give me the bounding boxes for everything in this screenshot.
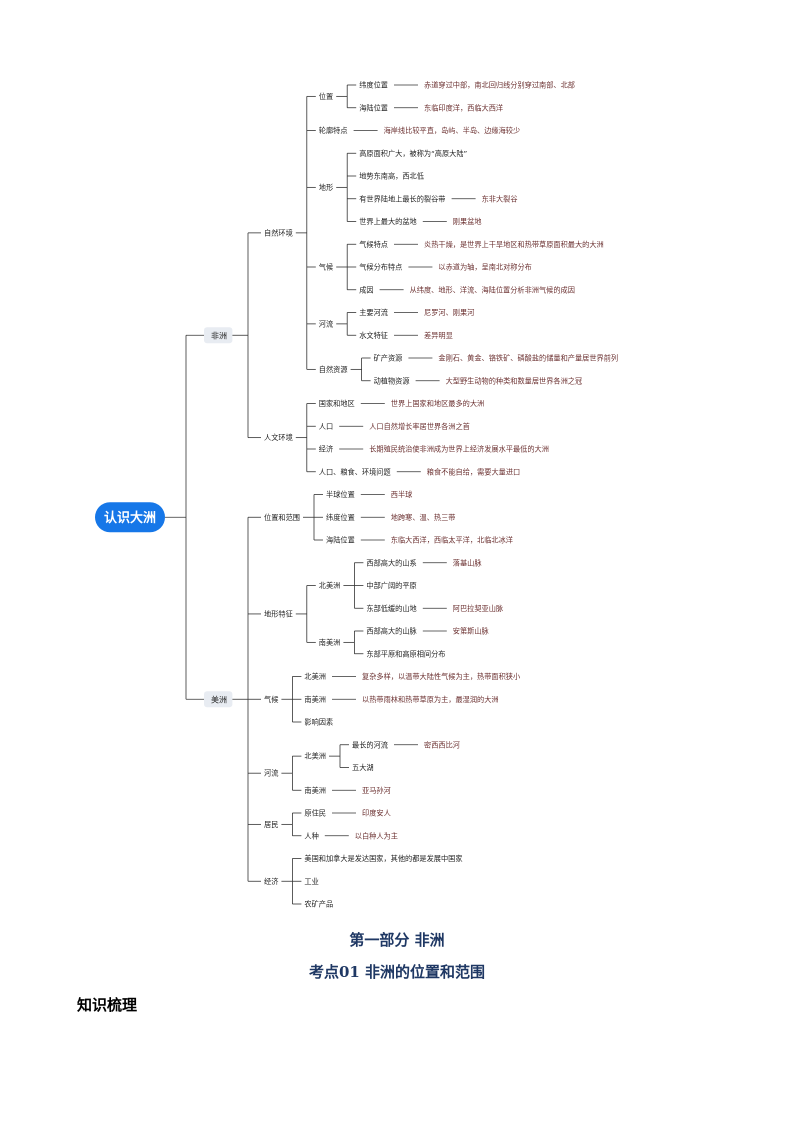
node-label: 北美洲 (319, 581, 341, 590)
node-label: 东临大西洋，西临太平洋，北临北冰洋 (391, 536, 513, 545)
node-label: 主要河流 (359, 308, 388, 317)
node-label: 亚马孙河 (362, 786, 391, 795)
node-label: 人口自然增长率居世界各洲之首 (369, 422, 470, 431)
node-label: 长期殖民统治使非洲成为世界上经济发展水平最低的大洲 (369, 445, 549, 454)
node-label: 原住民 (304, 809, 326, 818)
node-label: 美国和加拿大是发达国家，其他的都是发展中国家 (304, 854, 462, 863)
node-label: 差异明显 (424, 331, 453, 340)
node-label: 南美洲 (304, 786, 326, 795)
node-label: 东临印度洋，西临大西洋 (424, 103, 503, 112)
node-label: 位置 (319, 92, 333, 101)
node-label: 地势东南高，西北低 (359, 172, 424, 181)
node-label: 气候 (319, 263, 333, 272)
node-label: 人种 (304, 831, 318, 840)
node-label: 人口 (319, 422, 333, 431)
node-label: 以赤道为轴，呈南北对称分布 (438, 263, 531, 272)
node-label: 半球位置 (326, 490, 355, 499)
node-label: 粮食不能自给，需要大量进口 (427, 467, 520, 476)
node-label: 海陆位置 (326, 536, 355, 545)
node-label: 海陆位置 (359, 103, 388, 112)
node-label: 河流 (264, 769, 278, 778)
node-label: 动植物资源 (374, 376, 410, 385)
node-label: 世界上国家和地区最多的大洲 (391, 399, 484, 408)
node-label: 经济 (319, 445, 333, 454)
node-label: 印度安人 (362, 809, 391, 818)
node-label: 东部低缓的山地 (366, 604, 416, 613)
node-label: 以白种人为主 (355, 831, 398, 840)
node-label: 自然环境 (264, 228, 293, 237)
node-label: 东非大裂谷 (482, 194, 518, 203)
node-label: 气候特点 (359, 240, 388, 249)
node-label: 北美洲 (304, 752, 326, 761)
mind-map: 认识大洲非洲自然环境位置纬度位置赤道穿过中部，南北回归线分别穿过南部、北部海陆位… (95, 81, 618, 909)
continent-node (204, 691, 233, 708)
node-label: 地形 (319, 183, 333, 192)
node-label: 居民 (264, 820, 278, 829)
node-label: 五大湖 (352, 763, 374, 772)
node-label: 落基山脉 (453, 558, 482, 567)
continent-label: 非洲 (211, 330, 227, 340)
node-label: 西部高大的山脉 (366, 627, 416, 636)
root-node (95, 502, 165, 533)
node-label: 复杂多样，以温带大陆性气候为主，热带面积狭小 (362, 672, 520, 681)
node-label: 南美洲 (304, 695, 326, 704)
node-label: 密西西比河 (424, 740, 460, 749)
node-label: 有世界陆地上最长的裂谷带 (359, 194, 445, 203)
part-title: 第一部分 非洲 (349, 931, 445, 949)
node-label: 金刚石、黄金、铬铁矿、磷酸盐的储量和产量居世界前列 (438, 354, 618, 363)
node-label: 刚果盆地 (453, 217, 482, 226)
node-label: 河流 (319, 319, 333, 328)
section-title: 考点01 非洲的位置和范围 (308, 963, 486, 981)
node-label: 西半球 (391, 490, 413, 499)
node-label: 工业 (304, 877, 318, 886)
node-label: 位置和范围 (264, 513, 300, 522)
node-label: 高原面积广大，被称为“高原大陆” (359, 149, 467, 158)
node-label: 人文环境 (264, 433, 293, 442)
node-label: 纬度位置 (326, 513, 355, 522)
node-label: 轮廓特点 (319, 126, 348, 135)
node-label: 气候 (264, 695, 278, 704)
node-label: 东部平原和高原相间分布 (366, 649, 445, 658)
node-label: 农矿产品 (304, 900, 333, 909)
node-label: 中部广阔的平原 (366, 581, 416, 590)
node-label: 成因 (359, 285, 373, 294)
node-label: 海岸线比较平直，岛屿、半岛、边缘海较少 (384, 126, 521, 135)
node-label: 以热带雨林和热带草原为主，最湿润的大洲 (362, 695, 499, 704)
continent-label: 美洲 (211, 694, 227, 704)
node-label: 气候分布特点 (359, 263, 402, 272)
node-label: 世界上最大的盆地 (359, 217, 417, 226)
node-label: 经济 (264, 877, 278, 886)
knowledge-summary-heading: 知识梳理 (77, 996, 138, 1014)
node-label: 南美洲 (319, 638, 341, 647)
node-label: 矿产资源 (374, 354, 403, 363)
root-label: 认识大洲 (104, 510, 156, 526)
node-label: 影响因素 (304, 718, 333, 727)
node-label: 最长的河流 (352, 740, 388, 749)
node-label: 赤道穿过中部，南北回归线分别穿过南部、北部 (424, 81, 575, 90)
node-label: 自然资源 (319, 365, 348, 374)
node-label: 尼罗河、刚果河 (424, 308, 474, 317)
node-label: 从纬度、地形、洋流、海陆位置分析非洲气候的成因 (410, 285, 575, 294)
node-label: 安第斯山脉 (453, 627, 489, 636)
node-label: 阿巴拉契亚山脉 (453, 604, 503, 613)
node-label: 纬度位置 (359, 81, 388, 90)
node-label: 西部高大的山系 (366, 558, 416, 567)
node-label: 地形特征 (264, 609, 293, 618)
node-label: 国家和地区 (319, 399, 355, 408)
node-label: 大型野生动物的种类和数量居世界各洲之冠 (446, 376, 583, 385)
node-label: 人口、粮食、环境问题 (319, 467, 391, 476)
node-label: 水文特征 (359, 331, 388, 340)
continent-node (204, 327, 233, 344)
node-label: 炎热干燥，是世界上干旱地区和热带草原面积最大的大洲 (424, 240, 604, 249)
node-label: 北美洲 (304, 672, 326, 681)
node-label: 地跨寒、温、热三带 (391, 513, 456, 522)
